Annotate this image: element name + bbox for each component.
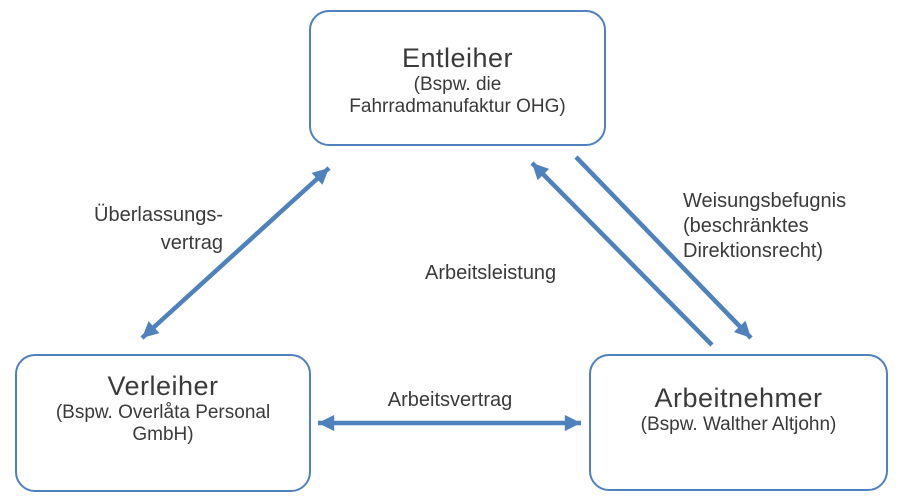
edge-label-arbeitsvertrag: Arbeitsvertrag (387, 389, 513, 411)
node-entleiher: Entleiher (Bspw. die Fahrradmanufaktur O… (309, 10, 606, 146)
node-arbeitnehmer-title: Arbeitnehmer (654, 383, 823, 413)
node-arbeitnehmer-subtitle: (Bspw. Walther Altjohn) (640, 414, 837, 435)
node-verleiher: Verleiher (Bspw. Overlåta Personal GmbH) (15, 354, 311, 492)
node-entleiher-subtitle: (Bspw. die Fahrradmanufaktur OHG) (349, 74, 566, 117)
edge-label-arbeitsleistung: Arbeitsleistung (425, 262, 557, 284)
edge-label-weisungsbefugnis: Weisungsbefugnis (beschränktes Direktion… (683, 190, 847, 262)
edge-label-ueberlassungsvertrag: Überlassungs- vertrag (94, 204, 223, 254)
node-arbeitnehmer: Arbeitnehmer (Bspw. Walther Altjohn) (589, 354, 888, 491)
node-verleiher-subtitle: (Bspw. Overlåta Personal GmbH) (55, 402, 271, 445)
node-entleiher-title: Entleiher (401, 43, 514, 73)
node-verleiher-title: Verleiher (107, 371, 219, 401)
